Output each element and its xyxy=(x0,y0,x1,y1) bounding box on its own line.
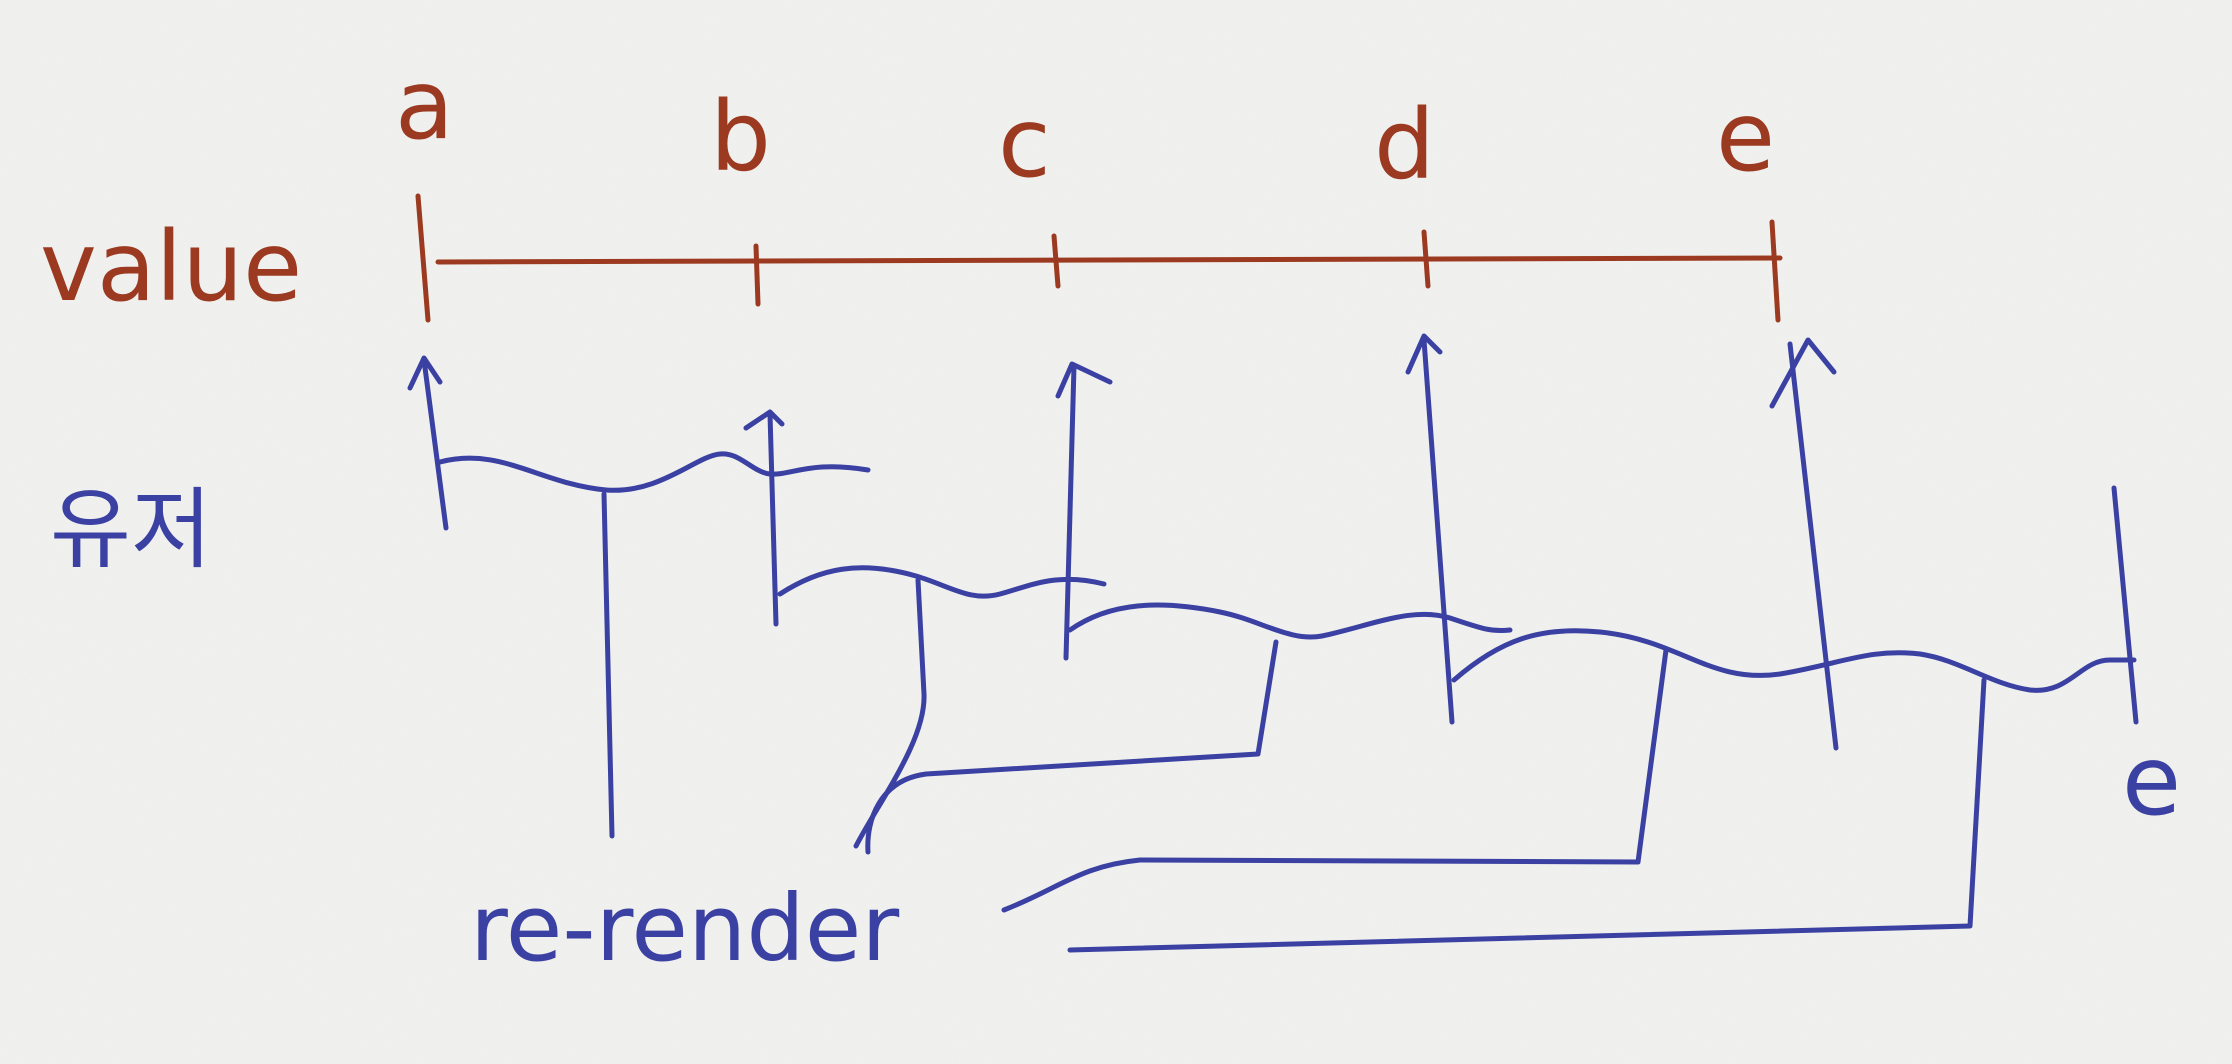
final-input-label: e xyxy=(2122,725,2181,837)
user-input-segment-cd xyxy=(1067,602,1513,640)
user-input-segment-ab xyxy=(437,451,871,493)
rerender-line-1 xyxy=(601,491,615,839)
tick-label-d: d xyxy=(1374,89,1435,201)
rerender-line-5 xyxy=(1067,677,1987,953)
tick-a xyxy=(415,193,431,323)
user-label: 유저 xyxy=(50,478,212,581)
rerender-line-3 xyxy=(865,639,1279,855)
tick-label-e: e xyxy=(1716,81,1775,193)
arrow-to-a xyxy=(407,355,449,531)
rerender-label: re-render xyxy=(470,875,899,982)
tick-d xyxy=(1421,229,1431,289)
user-input-segment-bc xyxy=(777,565,1107,599)
user-input-segment-de xyxy=(1451,628,2137,693)
tick-label-b: b xyxy=(710,81,771,193)
arrow-to-e xyxy=(1769,337,1839,751)
final-input-marker xyxy=(2111,485,2139,725)
arrow-to-b xyxy=(743,409,785,627)
tick-b xyxy=(753,243,761,307)
tick-e xyxy=(1769,219,1781,323)
tick-label-a: a xyxy=(395,49,454,161)
arrow-to-d xyxy=(1405,333,1455,725)
rerender-line-4 xyxy=(1001,647,1669,913)
arrow-to-c xyxy=(1055,361,1113,661)
tick-label-c: c xyxy=(998,87,1051,199)
value-label: value xyxy=(40,211,302,323)
tick-c xyxy=(1051,233,1061,289)
rerender-line-2 xyxy=(853,577,927,849)
